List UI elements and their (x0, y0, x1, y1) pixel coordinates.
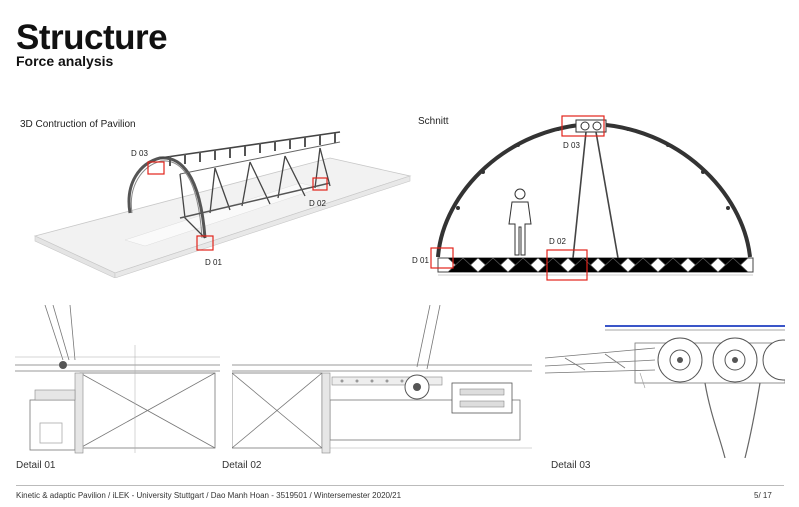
section-detail-d02: D 02 (549, 237, 566, 246)
pavilion-3d-detail-d01: D 01 (205, 258, 222, 267)
detail-03-caption: Detail 03 (551, 460, 591, 471)
detail-02-caption: Detail 02 (222, 460, 262, 471)
detail-03-drawing (545, 325, 785, 458)
section-label: Schnitt (418, 116, 449, 127)
page-title: Structure (16, 18, 168, 57)
footer-credits: Kinetic & adaptic Pavilion / iLEK - Univ… (16, 491, 402, 500)
pavilion-3d-detail-d03: D 03 (131, 149, 148, 158)
detail-02-drawing (232, 305, 532, 454)
detail-01-caption: Detail 01 (16, 460, 56, 471)
pavilion-3d-drawing (33, 131, 412, 278)
pavilion-3d-detail-d02: D 02 (309, 199, 326, 208)
pavilion-3d-label: 3D Contruction of Pavilion (20, 119, 136, 130)
section-drawing (430, 115, 754, 281)
section-detail-d01: D 01 (412, 256, 429, 265)
footer-divider (16, 485, 784, 486)
detail-01-drawing (15, 305, 220, 454)
section-detail-d03: D 03 (563, 141, 580, 150)
page-subtitle: Force analysis (16, 53, 114, 69)
page-number: 5/ 17 (754, 491, 772, 500)
